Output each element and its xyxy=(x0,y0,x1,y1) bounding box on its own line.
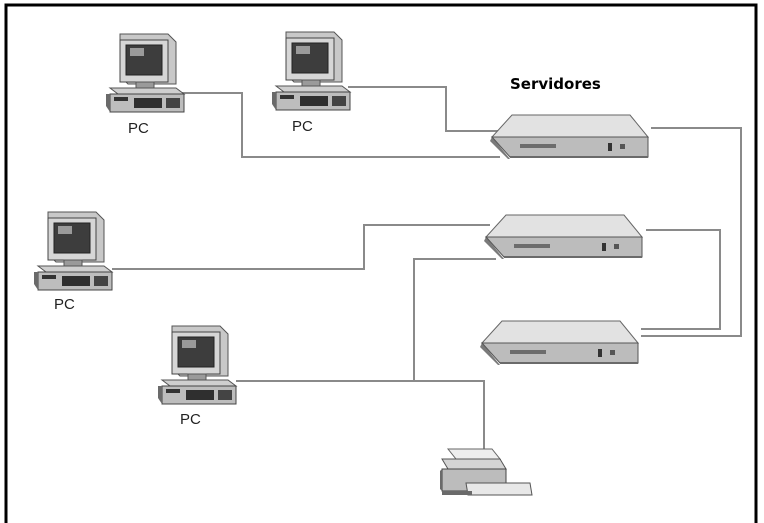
server-1 xyxy=(489,114,649,160)
diagram-frame xyxy=(4,3,758,523)
server-2 xyxy=(483,214,643,260)
cable-pc4-server2 xyxy=(236,258,496,382)
server-icon xyxy=(489,114,649,160)
pc-label: PC xyxy=(128,120,149,137)
cable-printer xyxy=(414,380,485,449)
server-icon xyxy=(483,214,643,260)
server-3 xyxy=(479,320,639,366)
pc-label: PC xyxy=(180,411,201,428)
pc-top-left: PC xyxy=(105,33,185,137)
cable-server1-server3 xyxy=(641,127,742,337)
pc-label: PC xyxy=(292,118,313,135)
diagram-title: Servidores xyxy=(510,75,601,93)
pc-middle-left: PC xyxy=(33,211,113,313)
cable-pc1-server1 xyxy=(182,92,500,158)
pc-label: PC xyxy=(54,296,75,313)
network-cables xyxy=(112,86,742,449)
pc-top-middle: PC xyxy=(271,31,351,135)
cable-pc2-server1 xyxy=(348,86,500,132)
pc-bottom-left: PC xyxy=(157,325,237,428)
cable-pc3-server2 xyxy=(112,224,490,270)
server-icon xyxy=(479,320,639,366)
cable-server2-server3 xyxy=(641,229,721,330)
